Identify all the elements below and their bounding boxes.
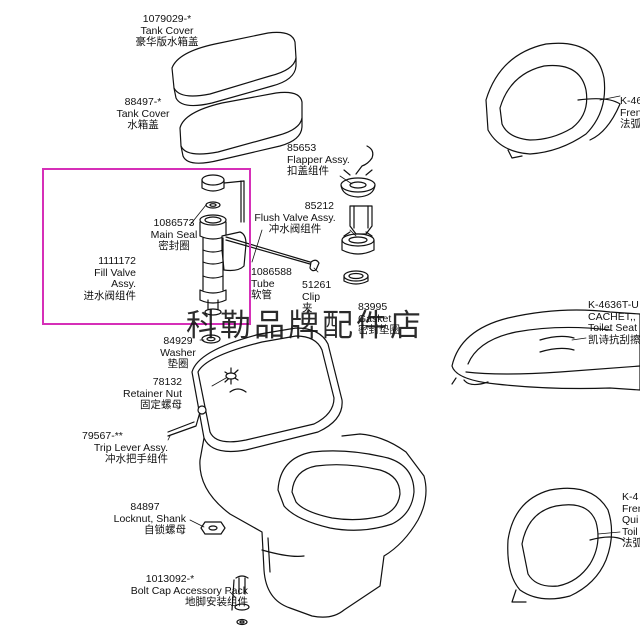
label-seat-3: K-4 Fren Qui Toil 法弧 [622, 491, 640, 549]
label-main-seal: 1086573 Main Seal 密封圈 [150, 217, 198, 252]
tank-cover-1-drawing [171, 31, 297, 107]
label-gasket: 83995 Gasket 密封垫圈 [358, 301, 400, 336]
label-bolt-cap: 1013092-* Bolt Cap Accessory Pack 地脚安装组件 [130, 573, 248, 608]
label-retainer-nut: 78132 Retainer Nut 固定螺母 [123, 376, 182, 411]
trip-lever-drawing [167, 405, 207, 437]
leader-lines [167, 95, 621, 599]
washer-drawing [201, 334, 221, 344]
fill-valve-highlight-box [42, 168, 251, 325]
toilet-drawing [191, 327, 427, 618]
label-seat-1: K-46 Fren 法弧 [620, 95, 640, 130]
label-tank-cover-1: 1079029-* Tank Cover 豪华版水箱盖 [135, 13, 199, 48]
seat-2-drawing [451, 309, 640, 391]
fill-valve-drawing [199, 174, 311, 316]
bolt-cap-drawing [231, 575, 250, 626]
label-trip-lever: 79567-** Trip Lever Assy. 冲水把手组件 [82, 430, 168, 465]
label-washer: 84929 Washer 垫圈 [160, 335, 196, 370]
seat-3-drawing [507, 487, 625, 603]
flapper-drawing [340, 145, 376, 198]
tank-cover-2-drawing [179, 91, 303, 164]
label-clip: 51261 Clip 夹 [302, 279, 332, 314]
seat-1-drawing [485, 42, 621, 159]
gasket-drawing [343, 270, 369, 285]
label-locknut: 84897 Locknut, Shank 自锁螺母 [113, 501, 186, 536]
flush-valve-drawing [341, 205, 375, 255]
label-tube: 1086588 Tube 软管 [251, 266, 292, 301]
clip-drawing [309, 259, 320, 272]
retainer-nut-drawing [224, 367, 239, 385]
label-flapper: 85653 Flapper Assy. 扣盖组件 [287, 142, 350, 177]
label-tank-cover-2: 88497-* Tank Cover 水箱盖 [116, 96, 170, 131]
locknut-drawing [200, 521, 226, 535]
label-seat-2: K-4636T-U CACHET,, Toilet Seat 凯诗抗刮擦 [588, 299, 640, 346]
shop-watermark: 科勒品牌配件店 [186, 308, 424, 344]
label-flush-valve: 85212 Flush Valve Assy. 冲水阀组件 [254, 200, 336, 235]
label-fill-valve: 1111172 Fill Valve Assy. 进水阀组件 [83, 255, 137, 302]
